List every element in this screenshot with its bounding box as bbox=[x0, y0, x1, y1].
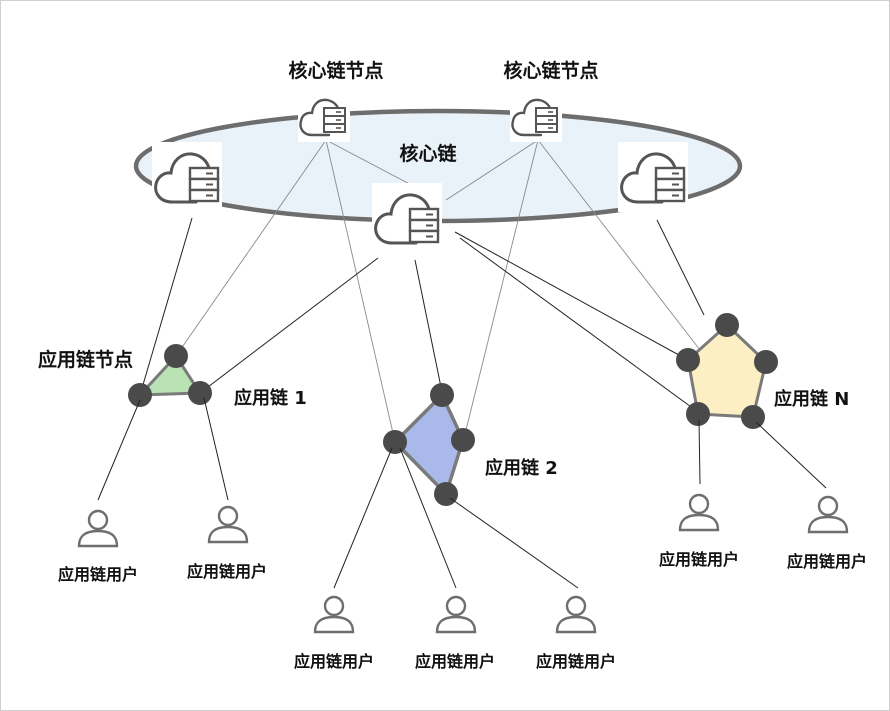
app-chain-2-node bbox=[383, 430, 407, 454]
user-label: 应用链用户 bbox=[58, 565, 138, 584]
cloud-server-icon bbox=[296, 90, 352, 144]
user-icon bbox=[313, 595, 355, 634]
app-chain-2-node bbox=[434, 482, 458, 506]
user-label: 应用链用户 bbox=[294, 652, 374, 671]
cloud-server-icon bbox=[150, 140, 224, 214]
user-icon bbox=[678, 493, 720, 532]
app-chain-2-node bbox=[430, 383, 454, 407]
cloud-server-icon bbox=[508, 90, 564, 144]
core-chain-node-label: 核心链节点 bbox=[503, 59, 598, 82]
app-chain-2-node bbox=[451, 428, 475, 452]
app-to-user-links bbox=[97, 397, 827, 589]
app-chain-n-node bbox=[715, 313, 739, 337]
app-chain-n-node bbox=[676, 348, 700, 372]
cloud-server-icon bbox=[616, 140, 690, 214]
cloud-server-icon bbox=[370, 181, 444, 255]
core-chain-label: 核心链 bbox=[399, 142, 456, 165]
user-label: 应用链用户 bbox=[415, 652, 495, 671]
user-label: 应用链用户 bbox=[659, 550, 739, 569]
user-label: 应用链用户 bbox=[187, 562, 267, 581]
app-chain-n-label: 应用链 N bbox=[774, 388, 849, 410]
core-chain-node-label: 核心链节点 bbox=[288, 59, 383, 82]
app-chain-n bbox=[676, 313, 778, 429]
user-icon bbox=[77, 509, 119, 548]
user-label: 应用链用户 bbox=[536, 652, 616, 671]
app-chain-n-node bbox=[741, 405, 765, 429]
user-icon bbox=[555, 595, 597, 634]
app-chain-2-label: 应用链 2 bbox=[485, 457, 558, 479]
app-chain-1-node bbox=[188, 381, 212, 405]
app-chain-n-node bbox=[754, 350, 778, 374]
app-chain-1-label: 应用链 1 bbox=[234, 387, 307, 409]
user-label: 应用链用户 bbox=[787, 552, 867, 571]
app-chain-node-label: 应用链节点 bbox=[38, 348, 133, 371]
app-chain-1 bbox=[128, 344, 212, 407]
app-chain-1-node bbox=[164, 344, 188, 368]
user-icon bbox=[435, 595, 477, 634]
user-icon bbox=[207, 505, 249, 544]
app-chain-n-node bbox=[686, 402, 710, 426]
app-chain-2 bbox=[383, 383, 475, 506]
user-icon bbox=[807, 495, 849, 534]
app-chain-1-node bbox=[128, 383, 152, 407]
